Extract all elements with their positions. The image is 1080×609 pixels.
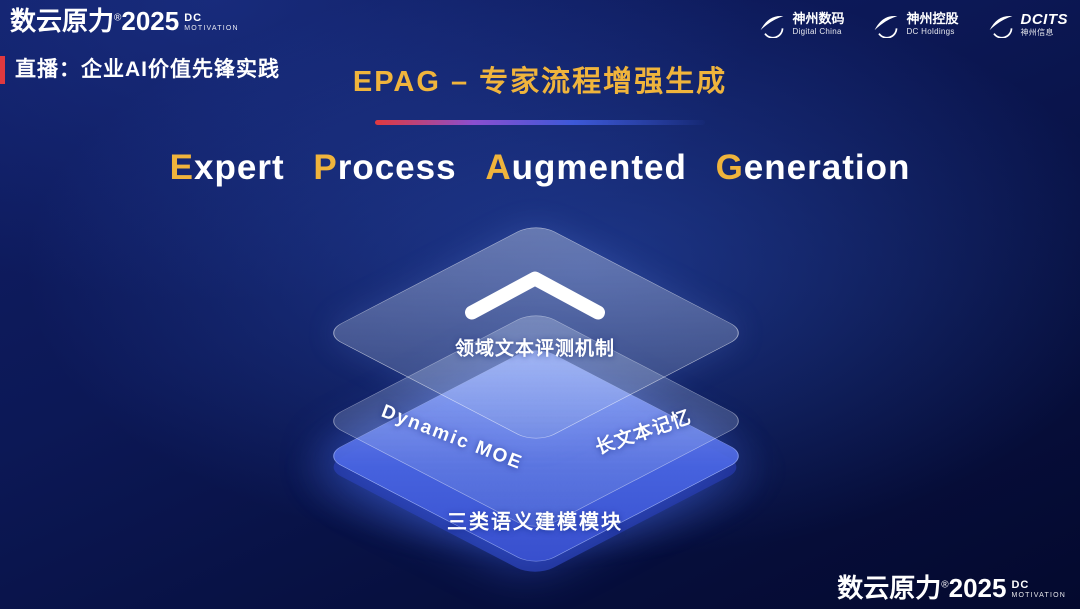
- brand-subtitle: DC MOTIVATION: [1011, 579, 1066, 599]
- logo-en-name: DCITS: [1020, 10, 1068, 28]
- logo-en-name: Digital China: [792, 26, 842, 36]
- live-tag: 直播：企业AI价值先锋实践: [0, 56, 280, 84]
- logo-dcits: DCITS 神州信息: [987, 10, 1069, 38]
- brand-name-text: 数云原力: [10, 6, 115, 36]
- bottom-layer-label: 三类语义建模模块: [447, 511, 623, 534]
- brand-name: 数云原力®2025: [10, 8, 179, 34]
- logo-text: 神州数码 Digital China: [792, 10, 845, 36]
- word-rest: rocess: [337, 148, 457, 187]
- logo-cn-name: 神州信息: [1020, 28, 1054, 38]
- top-layer-label: 领域文本评测机制: [454, 338, 616, 360]
- chevron-up-icon: [460, 269, 610, 330]
- live-tag-text: 直播：企业AI价值先锋实践: [15, 58, 280, 81]
- brand-logo-top: 数云原力®2025 DC MOTIVATION: [10, 8, 239, 34]
- brand-name: 数云原力®2025: [837, 575, 1006, 601]
- logo-cn-name: 神州数码: [792, 10, 845, 26]
- word-rest: eneration: [743, 148, 911, 187]
- word-initial: E: [169, 148, 195, 187]
- brand-subtitle: DC MOTIVATION: [184, 12, 239, 32]
- logo-digital-china: 神州数码 Digital China: [758, 10, 844, 38]
- logo-dc-holdings: 神州控股 DC Holdings: [872, 10, 959, 38]
- brand-dc-text: DC: [184, 12, 203, 24]
- main-title: Expert Process Augmented Generation: [0, 148, 1080, 188]
- trademark-symbol: ®: [941, 579, 949, 591]
- logo-text: DCITS 神州信息: [1021, 11, 1069, 37]
- word-initial: P: [313, 148, 338, 187]
- swoosh-icon: [989, 15, 1012, 38]
- partner-logos: 神州数码 Digital China 神州控股 DC Holdings DCIT…: [758, 10, 1068, 38]
- brand-name-text: 数云原力: [837, 573, 942, 603]
- logo-text: 神州控股 DC Holdings: [906, 10, 959, 36]
- main-title-word: Expert: [170, 148, 285, 188]
- swoosh-icon: [875, 15, 898, 38]
- slide-title: EPAG – 专家流程增强生成: [352, 66, 728, 98]
- logo-cn-name: 神州控股: [906, 10, 959, 26]
- brand-year: 2025: [948, 573, 1007, 603]
- word-rest: xpert: [194, 148, 285, 187]
- main-title-word: Generation: [716, 148, 911, 188]
- word-initial: G: [715, 148, 744, 187]
- brand-year: 2025: [121, 6, 180, 36]
- swoosh-icon: [761, 15, 784, 38]
- main-title-word: Augmented: [485, 148, 687, 188]
- word-initial: A: [485, 148, 512, 187]
- trademark-symbol: ®: [114, 12, 122, 24]
- brand-logo-bottom: 数云原力®2025 DC MOTIVATION: [837, 575, 1066, 601]
- brand-dc-text: DC: [1011, 579, 1030, 591]
- title-divider: [375, 120, 705, 125]
- main-title-word: Process: [313, 148, 456, 188]
- brand-motivation-text: MOTIVATION: [1011, 591, 1066, 599]
- logo-en-name: DC Holdings: [906, 26, 955, 36]
- brand-motivation-text: MOTIVATION: [184, 24, 239, 32]
- word-rest: ugmented: [511, 148, 687, 187]
